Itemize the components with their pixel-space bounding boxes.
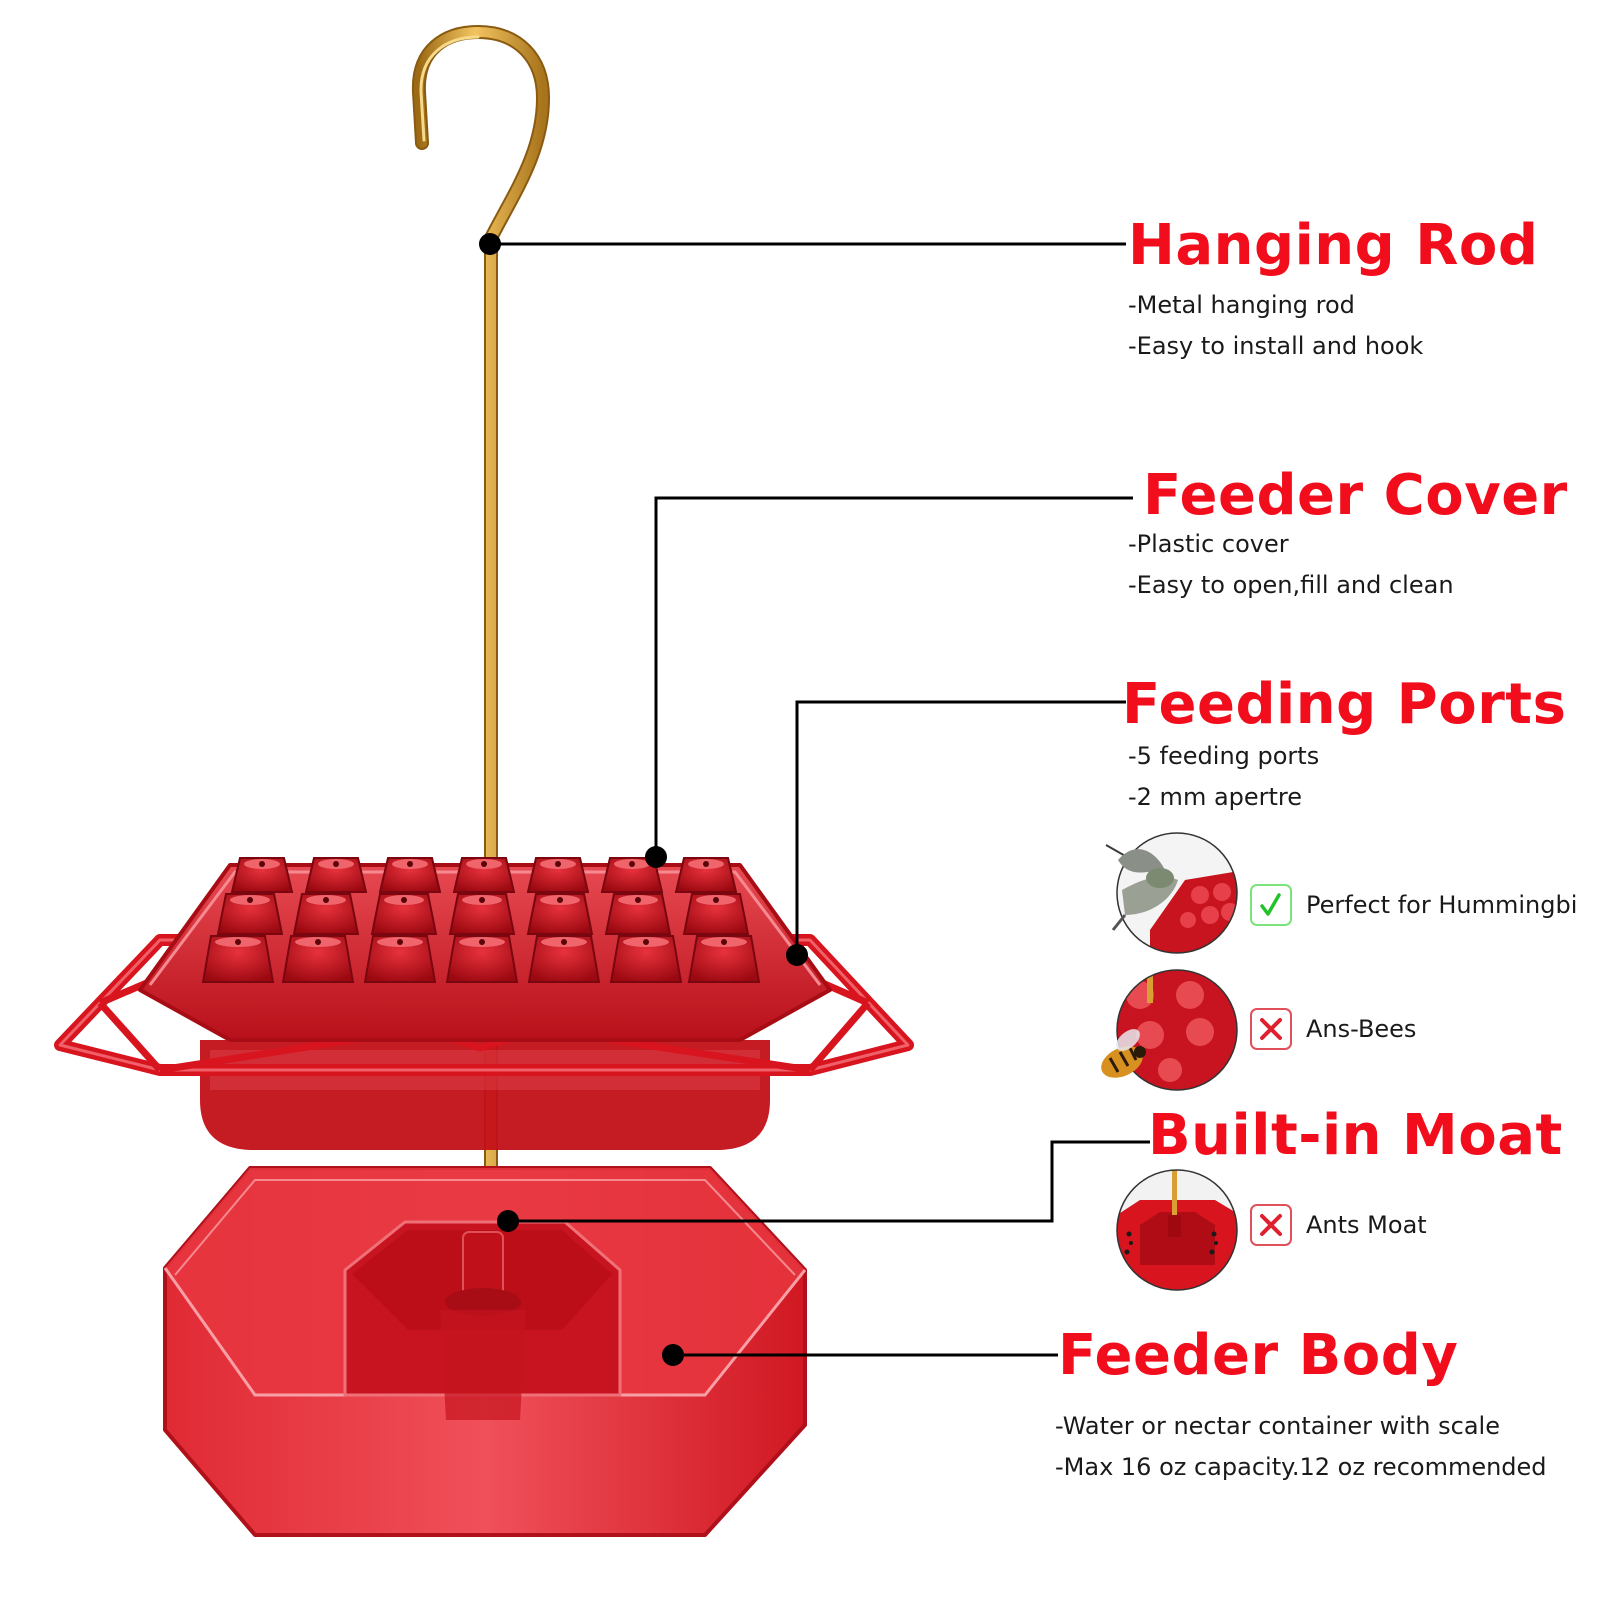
built-in-moat-title: Built-in Moat — [1148, 1103, 1563, 1168]
feeder-body-bullet-2: -Max 16 oz capacity.12 oz recommended — [1055, 1453, 1547, 1481]
feeding-port-hole — [479, 939, 485, 945]
feeding-port — [687, 935, 761, 983]
feeding-port-hole — [629, 861, 635, 867]
hanging-rod-bullet-1: -Metal hanging rod — [1128, 291, 1355, 319]
moat-cross-badge — [1250, 1204, 1292, 1246]
ant-icon — [1124, 1231, 1218, 1255]
feeding-port — [526, 893, 594, 935]
feeding-port — [448, 893, 516, 935]
moat-status-label: Ants Moat — [1306, 1211, 1427, 1239]
feeding-port-hole — [315, 939, 321, 945]
feeding-port — [682, 893, 750, 935]
feeding-port-hole — [703, 861, 709, 867]
bee-icon — [1101, 1029, 1146, 1078]
feeding-port — [201, 935, 275, 983]
feeding-port — [609, 935, 683, 983]
feeder-cover — [54, 857, 914, 1150]
feeding-port-hole — [555, 861, 561, 867]
check-badge — [1250, 884, 1292, 926]
feeder-body — [163, 1166, 807, 1537]
feeding-port-hole — [333, 861, 339, 867]
feeding-port — [604, 893, 672, 935]
leader-lines — [490, 242, 1150, 1357]
feeding-ports — [201, 857, 761, 983]
feeder-cover-title: Feeder Cover — [1143, 463, 1568, 528]
feeding-port — [445, 935, 519, 983]
hanging-rod-bullet-2: -Easy to install and hook — [1128, 332, 1424, 360]
feeding-port-hole — [259, 861, 265, 867]
built-in-moat-dot — [497, 1210, 519, 1232]
feeder-body-dot — [662, 1344, 684, 1366]
feeding-port-hole — [635, 897, 641, 903]
feeding-port-hole — [397, 939, 403, 945]
feeder-cover-bullet-2: -Easy to open,fill and clean — [1128, 571, 1454, 599]
hanging-rod — [411, 25, 550, 1252]
feeding-port-hole — [713, 897, 719, 903]
feeding-port — [363, 935, 437, 983]
feeding-port — [281, 935, 355, 983]
feeder-body-bullet-1: -Water or nectar container with scale — [1055, 1412, 1500, 1440]
feeder-cover-bullet-1: -Plastic cover — [1128, 530, 1289, 558]
hummingbird-status-label: Perfect for Hummingbi — [1306, 891, 1578, 919]
feeding-port-hole — [235, 939, 241, 945]
bee-cross-badge — [1250, 1008, 1292, 1050]
feeder-body-title: Feeder Body — [1058, 1323, 1459, 1388]
hummingbird-bubble — [1105, 832, 1238, 954]
feeding-port-hole — [479, 897, 485, 903]
feeding-ports-dot — [786, 944, 808, 966]
feeding-port — [292, 893, 360, 935]
feeding-port-hole — [557, 897, 563, 903]
feeder-cover-dot — [645, 846, 667, 868]
feeding-port-hole — [323, 897, 329, 903]
feeding-port-hole — [401, 897, 407, 903]
bee-bubble — [1101, 969, 1238, 1091]
feeding-port — [527, 935, 601, 983]
cross-icon — [1260, 1018, 1282, 1040]
feeding-ports-bullet-1: -5 feeding ports — [1128, 742, 1320, 770]
moat-bubble — [1116, 1169, 1238, 1291]
bee-status-label: Ans-Bees — [1306, 1015, 1417, 1043]
feeding-port — [370, 893, 438, 935]
feeding-port-hole — [481, 861, 487, 867]
feeding-ports-bullet-2: -2 mm apertre — [1128, 783, 1303, 811]
feeding-port-hole — [721, 939, 727, 945]
hanging-rod-dot — [479, 233, 501, 255]
hummingbird-icon — [1105, 844, 1178, 931]
feeding-port — [216, 893, 284, 935]
feeding-ports-title: Feeding Ports — [1122, 672, 1567, 737]
feeding-port-hole — [407, 861, 413, 867]
check-icon — [1260, 893, 1281, 916]
hanging-rod-title: Hanging Rod — [1128, 213, 1539, 278]
cross-icon — [1260, 1214, 1282, 1236]
feeding-port-hole — [247, 897, 253, 903]
feeding-port-hole — [561, 939, 567, 945]
anchor-dots — [479, 233, 808, 1366]
feeding-port-hole — [643, 939, 649, 945]
